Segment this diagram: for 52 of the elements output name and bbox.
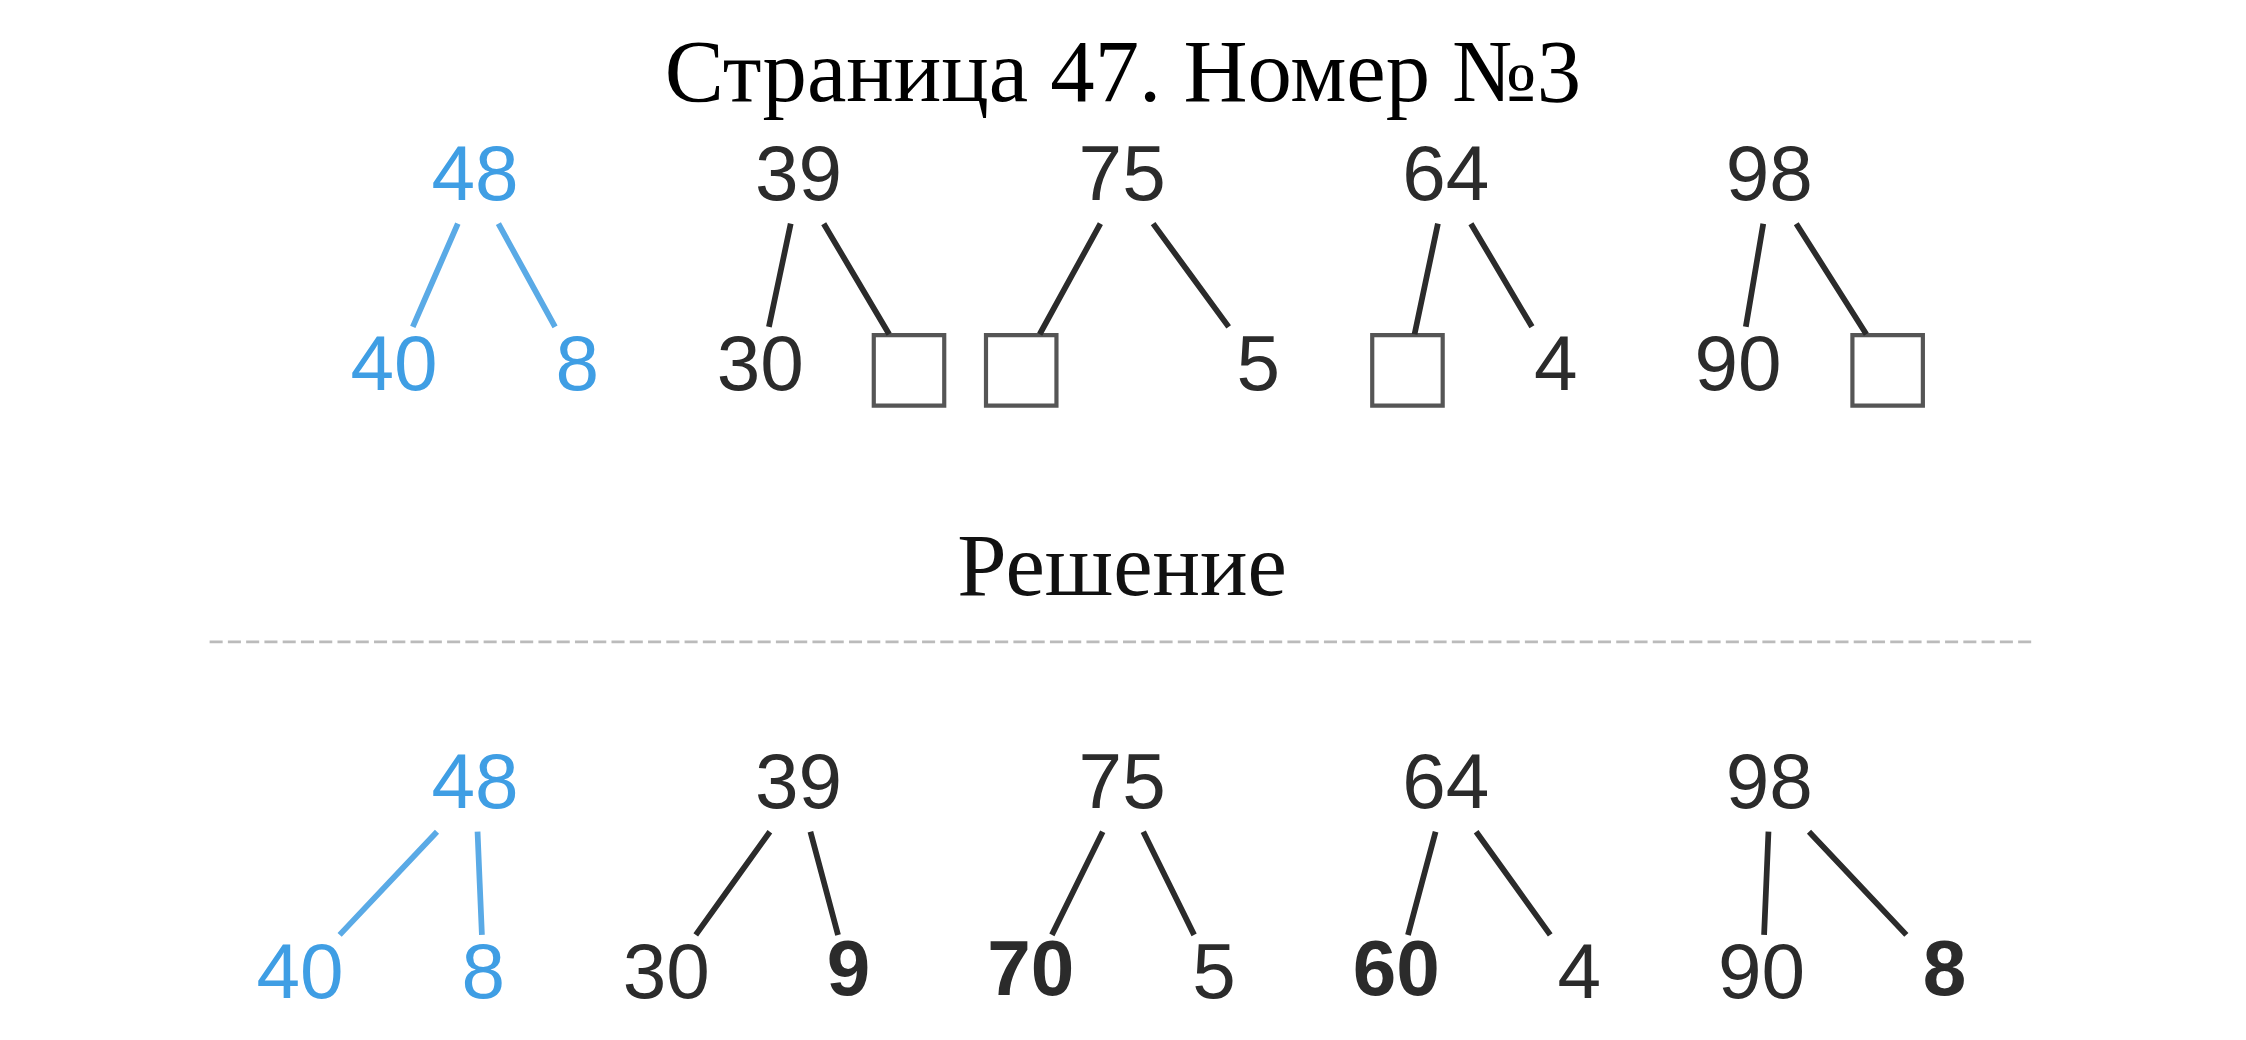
node-text: 40 <box>256 926 344 1015</box>
connector <box>474 831 485 935</box>
node-text: 98 <box>1725 128 1813 217</box>
connector <box>1793 221 1869 336</box>
node-box <box>1370 332 1445 408</box>
node-text: 98 <box>1725 736 1813 825</box>
connector <box>337 829 440 937</box>
node-text: 90 <box>1694 318 1782 407</box>
diagram-title: Страница 47. Номер №3 <box>664 21 1582 120</box>
node-text: 4 <box>1557 926 1602 1015</box>
node-text: 4 <box>1534 318 1578 407</box>
connector <box>410 222 461 328</box>
node-text: 8 <box>555 318 599 407</box>
node-text: 5 <box>1236 318 1281 407</box>
node-text: 30 <box>716 318 804 407</box>
connector <box>1049 829 1106 936</box>
node-text: 40 <box>350 318 438 407</box>
connector <box>1150 221 1231 329</box>
connector <box>1405 830 1439 936</box>
node-text: 64 <box>1402 128 1490 217</box>
node-text: 39 <box>755 736 843 825</box>
connector <box>1468 221 1535 328</box>
node-text: 30 <box>622 926 710 1015</box>
label: Решение <box>957 515 1287 614</box>
node-text: 75 <box>1078 128 1166 217</box>
connector <box>1743 222 1767 327</box>
node-text: 8 <box>1922 923 1967 1012</box>
node-text: 9 <box>826 923 871 1012</box>
connector <box>807 830 841 936</box>
connector <box>1140 829 1197 936</box>
connector <box>1411 222 1441 335</box>
node-text: 48 <box>431 128 519 217</box>
node-text: 48 <box>431 736 519 825</box>
node-text: 5 <box>1192 926 1236 1015</box>
node-text: 8 <box>461 926 505 1015</box>
connector <box>1037 221 1103 336</box>
node-box <box>1850 332 1925 408</box>
connector <box>1806 829 1909 937</box>
node-text: 39 <box>755 128 843 217</box>
node-text: 64 <box>1402 736 1490 825</box>
connector <box>495 221 558 328</box>
node-box <box>871 332 947 408</box>
node-text: 70 <box>987 923 1075 1012</box>
node-text: 60 <box>1352 923 1440 1012</box>
node-box <box>983 332 1059 408</box>
connector <box>1761 831 1772 935</box>
connector <box>821 221 892 336</box>
connector <box>693 829 773 937</box>
connector <box>766 222 794 327</box>
node-text: 90 <box>1718 926 1806 1015</box>
node-text: 75 <box>1078 736 1166 825</box>
connector <box>1473 829 1553 937</box>
